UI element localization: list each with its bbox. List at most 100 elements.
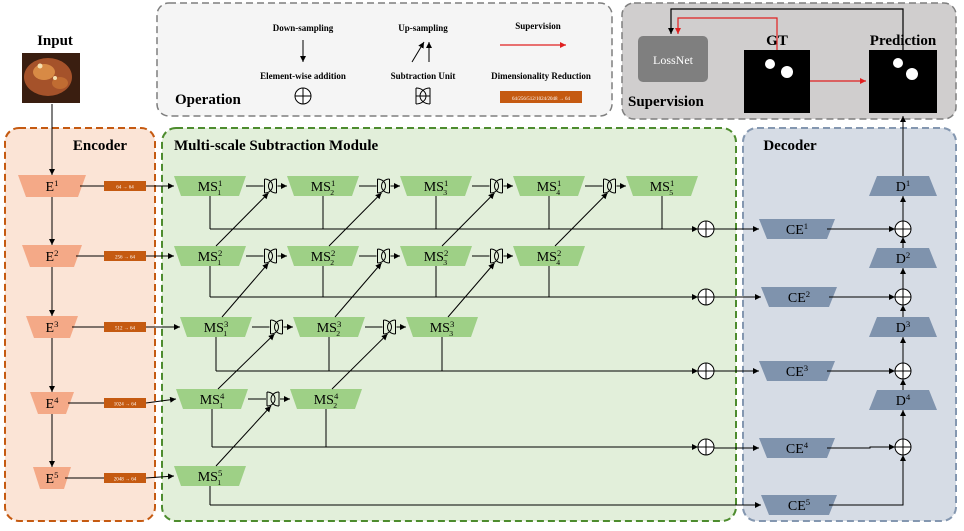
msm-diagonal-arrow: [328, 192, 382, 247]
gt-to-lossnet-arrow: [675, 17, 778, 50]
msm-block-ms24: [513, 246, 585, 266]
encoder-label-e3: E3: [46, 319, 59, 336]
dimred-legend-box: [500, 91, 582, 103]
decoder-ce-block-5: [761, 495, 837, 515]
msm-title: Multi-scale Subtraction Module: [174, 138, 378, 154]
msm-block-ms13: [400, 176, 472, 196]
gt-mask-image: [744, 50, 810, 113]
encoder-label-e4: E4: [46, 395, 60, 412]
decoder-ce-label-1: CE1: [786, 221, 808, 238]
msm-block-ms33: [406, 317, 478, 337]
lossnet-box: [638, 36, 708, 82]
decoder-ce-block-2: [761, 287, 837, 307]
upsampling-arrow-icon: [411, 41, 432, 63]
legend-subtraction-label: Subtraction Unit: [391, 71, 456, 81]
decoder-d-block-3: [869, 317, 937, 337]
subtraction-unit-icon: [264, 178, 277, 194]
subtraction-unit-icon: [490, 178, 503, 194]
subtraction-unit-icon: [264, 248, 277, 264]
msm-diagonal-arrow: [221, 262, 269, 318]
operation-title: Operation: [175, 92, 241, 108]
decoder-title: Decoder: [763, 138, 817, 154]
lossnet-label: LossNet: [653, 53, 694, 67]
dimred-text-3: 512 → 64: [115, 327, 136, 332]
dimred-to-msm-arrow: [145, 473, 175, 480]
subtraction-unit-icon: [270, 319, 283, 335]
msm-block-ms31: [180, 317, 252, 337]
addition-icon: [294, 87, 312, 105]
msm-block-ms14: [513, 176, 585, 196]
msm-block-ms41: [176, 389, 248, 409]
legend-addition-label: Element-wise addition: [260, 71, 346, 81]
input-image: [22, 53, 80, 103]
msm-diagonal-arrow: [217, 333, 275, 390]
msm-diagonal-arrow: [447, 262, 495, 318]
dimred-box-2: [104, 251, 146, 261]
decoder-ce-label-3: CE3: [786, 363, 808, 380]
subtraction-unit-icon: [383, 319, 396, 335]
decoder-ce-block-4: [759, 438, 835, 458]
msm-diagonal-arrow: [554, 192, 608, 247]
dimred-text-5: 2048 → 64: [114, 478, 137, 483]
decoder-d-block-2: [869, 248, 937, 268]
decoder-d-label-2: D2: [896, 250, 910, 267]
dimred-text-2: 256 → 64: [115, 256, 136, 261]
dimred-text-4: 1024 → 64: [114, 403, 137, 408]
decoder-ce-label-2: CE2: [788, 289, 810, 306]
dimred-legend-text: 64/256/512/1024/2048 → 64: [512, 97, 571, 102]
encoder-title: Encoder: [73, 138, 128, 154]
decoder-ce-block-3: [759, 361, 835, 381]
msm-block-ms12: [287, 176, 359, 196]
legend-dimred-label: Dimensionality Reduction: [491, 71, 591, 81]
supervision-title: Supervision: [628, 94, 705, 110]
dimred-box-1: [104, 181, 146, 191]
subtraction-unit-icon: [266, 391, 280, 407]
msm-diagonal-arrow: [215, 192, 269, 247]
ce-to-decoder-add-arrow: [827, 444, 895, 450]
subtraction-unit-icon: [377, 248, 390, 264]
msm-block-ms23: [400, 246, 472, 266]
decoder-d-label-4: D4: [896, 392, 911, 409]
subtraction-unit-icon: [377, 178, 390, 194]
encoder-label-e1: E1: [46, 178, 59, 195]
dimred-to-msm-arrow: [145, 396, 177, 404]
encoder-label-e2: E2: [46, 248, 59, 265]
prediction-mask-image: [869, 50, 937, 113]
legend-supervision-label: Supervision: [515, 21, 561, 31]
msm-block-ms22: [287, 246, 359, 266]
msm-diagonal-arrow: [215, 405, 272, 467]
legend-downsampling-label: Down-sampling: [273, 23, 334, 33]
dimred-text-1: 64 → 64: [116, 186, 134, 191]
subtraction-unit-icon: [415, 87, 431, 105]
decoder-ce-label-4: CE4: [786, 440, 809, 457]
decoder-d-label-1: D1: [896, 178, 910, 195]
dimred-box-3: [104, 322, 146, 332]
encoder-block-e3: [26, 316, 78, 338]
decoder-d-block-1: [869, 176, 937, 196]
encoder-block-e1: [18, 175, 86, 197]
msm-diagonal-arrow: [334, 262, 382, 318]
ce5-to-decoder-arrow: [829, 455, 906, 506]
encoder-label-e5: E5: [46, 470, 59, 487]
decoder-ce-label-5: CE5: [788, 497, 810, 514]
dimred-box-4: [104, 398, 146, 408]
msm-diagonal-arrow: [441, 192, 495, 247]
encoder-block-e2: [22, 245, 82, 267]
decoder-d-block-4: [869, 390, 937, 410]
encoder-block-e4: [30, 392, 74, 414]
operation-legend-panel: [156, 2, 613, 117]
